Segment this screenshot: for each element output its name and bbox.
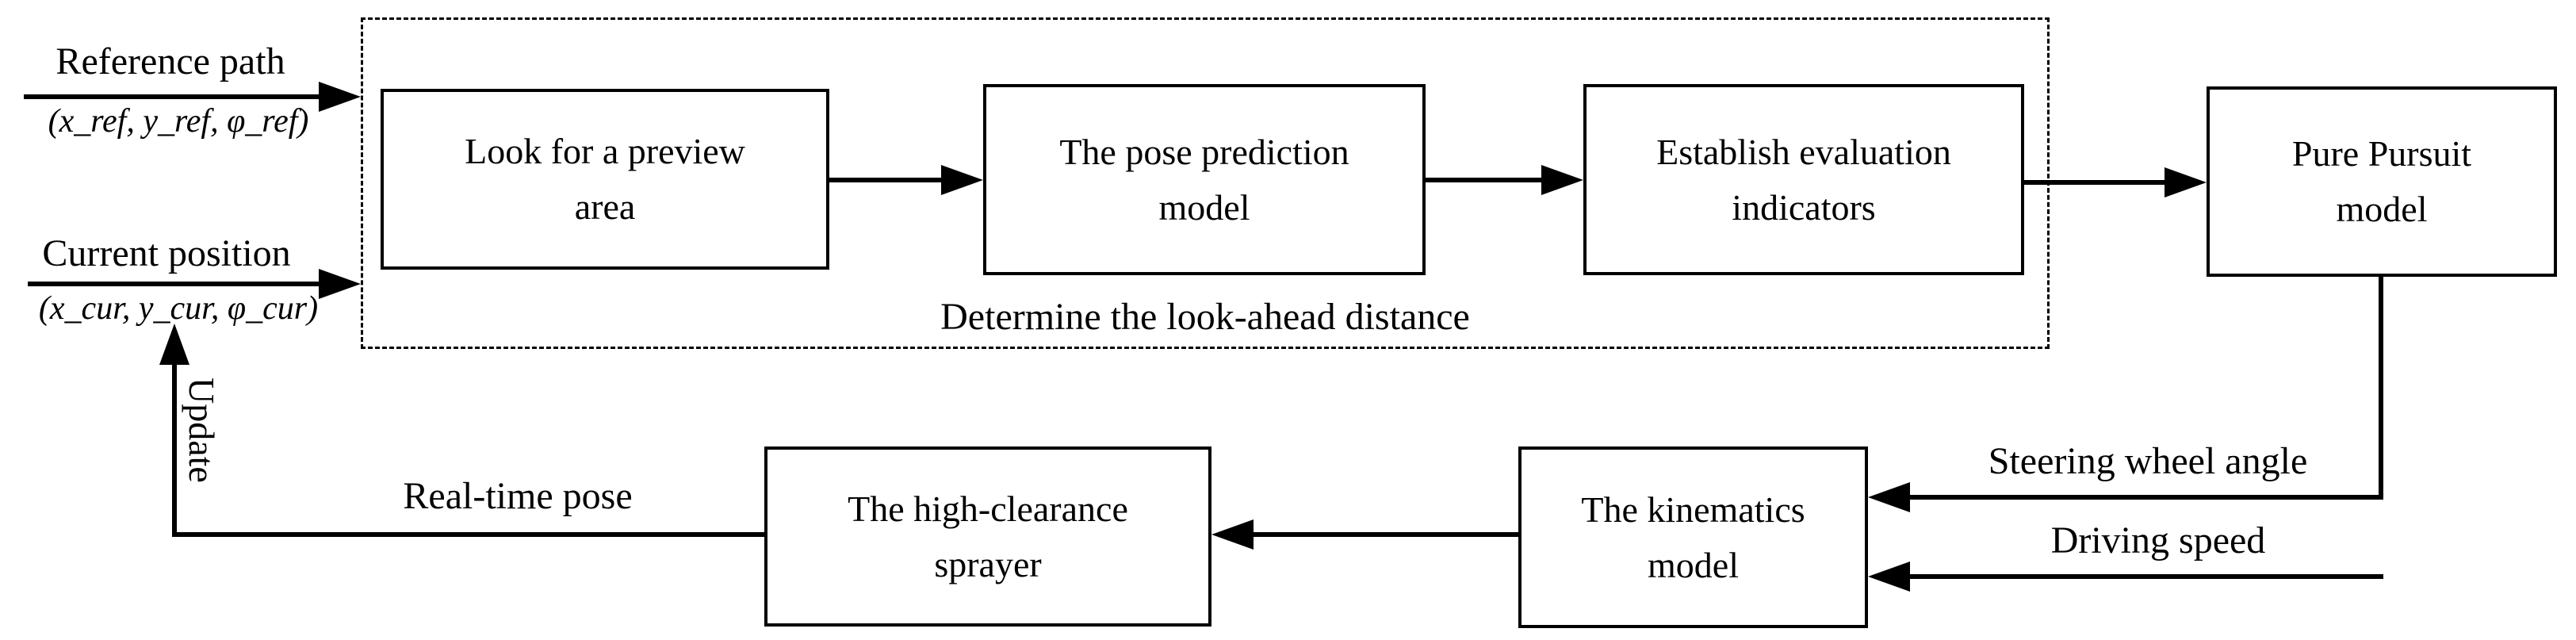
arrow-preview-to-prediction — [829, 178, 944, 182]
flow-box-pose-prediction: The pose prediction model — [983, 84, 1426, 275]
lookahead-group-caption: Determine the look-ahead distance — [940, 296, 1470, 338]
arrowhead-right-icon — [2165, 167, 2207, 197]
flow-box-sprayer: The high-clearance sprayer — [764, 446, 1211, 627]
arrowhead-up-icon — [159, 324, 189, 365]
arrowhead-right-icon — [319, 269, 361, 299]
reference-path-arrow-shaft — [24, 94, 320, 99]
reference-path-params: (x_ref, y_ref, φ_ref) — [48, 103, 309, 140]
current-position-label: Current position — [42, 232, 291, 274]
flow-box-evaluation-indicators-line1: Establish evaluation — [1656, 131, 1951, 172]
flow-box-pure-pursuit-line1: Pure Pursuit — [2291, 133, 2472, 174]
driving-speed-line — [1910, 574, 2383, 579]
flow-box-pure-pursuit-line2: model — [2336, 189, 2428, 229]
arrow-prediction-to-evaluation — [1426, 178, 1544, 182]
flow-box-evaluation-indicators: Establish evaluation indicators — [1583, 84, 2024, 275]
flow-box-pure-pursuit: Pure Pursuit model — [2207, 86, 2557, 277]
flow-box-kinematics: The kinematics model — [1518, 446, 1868, 628]
steering-angle-line — [1910, 495, 2383, 500]
arrow-evaluation-to-purepursuit — [2024, 180, 2167, 185]
arrowhead-right-icon — [319, 82, 361, 112]
real-time-pose-label: Real-time pose — [403, 475, 633, 517]
driving-speed-label: Driving speed — [2050, 519, 2266, 561]
arrowhead-left-icon — [1211, 519, 1254, 550]
flow-box-kinematics-line1: The kinematics — [1581, 489, 1805, 530]
flow-box-sprayer-line2: sprayer — [934, 543, 1042, 584]
arrowhead-right-icon — [941, 165, 983, 195]
update-feedback-line — [172, 363, 177, 537]
flow-box-preview-area: Look for a preview area — [381, 89, 829, 270]
arrowhead-right-icon — [1541, 165, 1583, 195]
arrowhead-left-icon — [1868, 482, 1910, 512]
purepursuit-output-line — [2379, 277, 2383, 500]
steering-wheel-angle-label: Steering wheel angle — [1988, 440, 2308, 482]
feedback-pose-line — [172, 532, 764, 537]
current-position-params: (x_cur, y_cur, φ_cur) — [38, 290, 319, 327]
flow-box-evaluation-indicators-line2: indicators — [1732, 186, 1876, 228]
flow-box-pose-prediction-line1: The pose prediction — [1059, 131, 1349, 172]
arrowhead-left-icon — [1868, 561, 1910, 592]
flow-box-preview-area-line1: Look for a preview — [465, 131, 745, 172]
reference-path-label: Reference path — [56, 40, 285, 82]
current-position-arrow-shaft — [28, 282, 320, 286]
flow-box-preview-area-line2: area — [574, 186, 636, 227]
update-label: Update — [182, 377, 222, 483]
flow-box-pose-prediction-line2: model — [1158, 186, 1250, 228]
arrow-kinematics-to-sprayer — [1254, 532, 1518, 537]
flow-box-sprayer-line1: The high-clearance — [848, 488, 1128, 529]
flow-box-kinematics-line2: model — [1648, 544, 1739, 585]
